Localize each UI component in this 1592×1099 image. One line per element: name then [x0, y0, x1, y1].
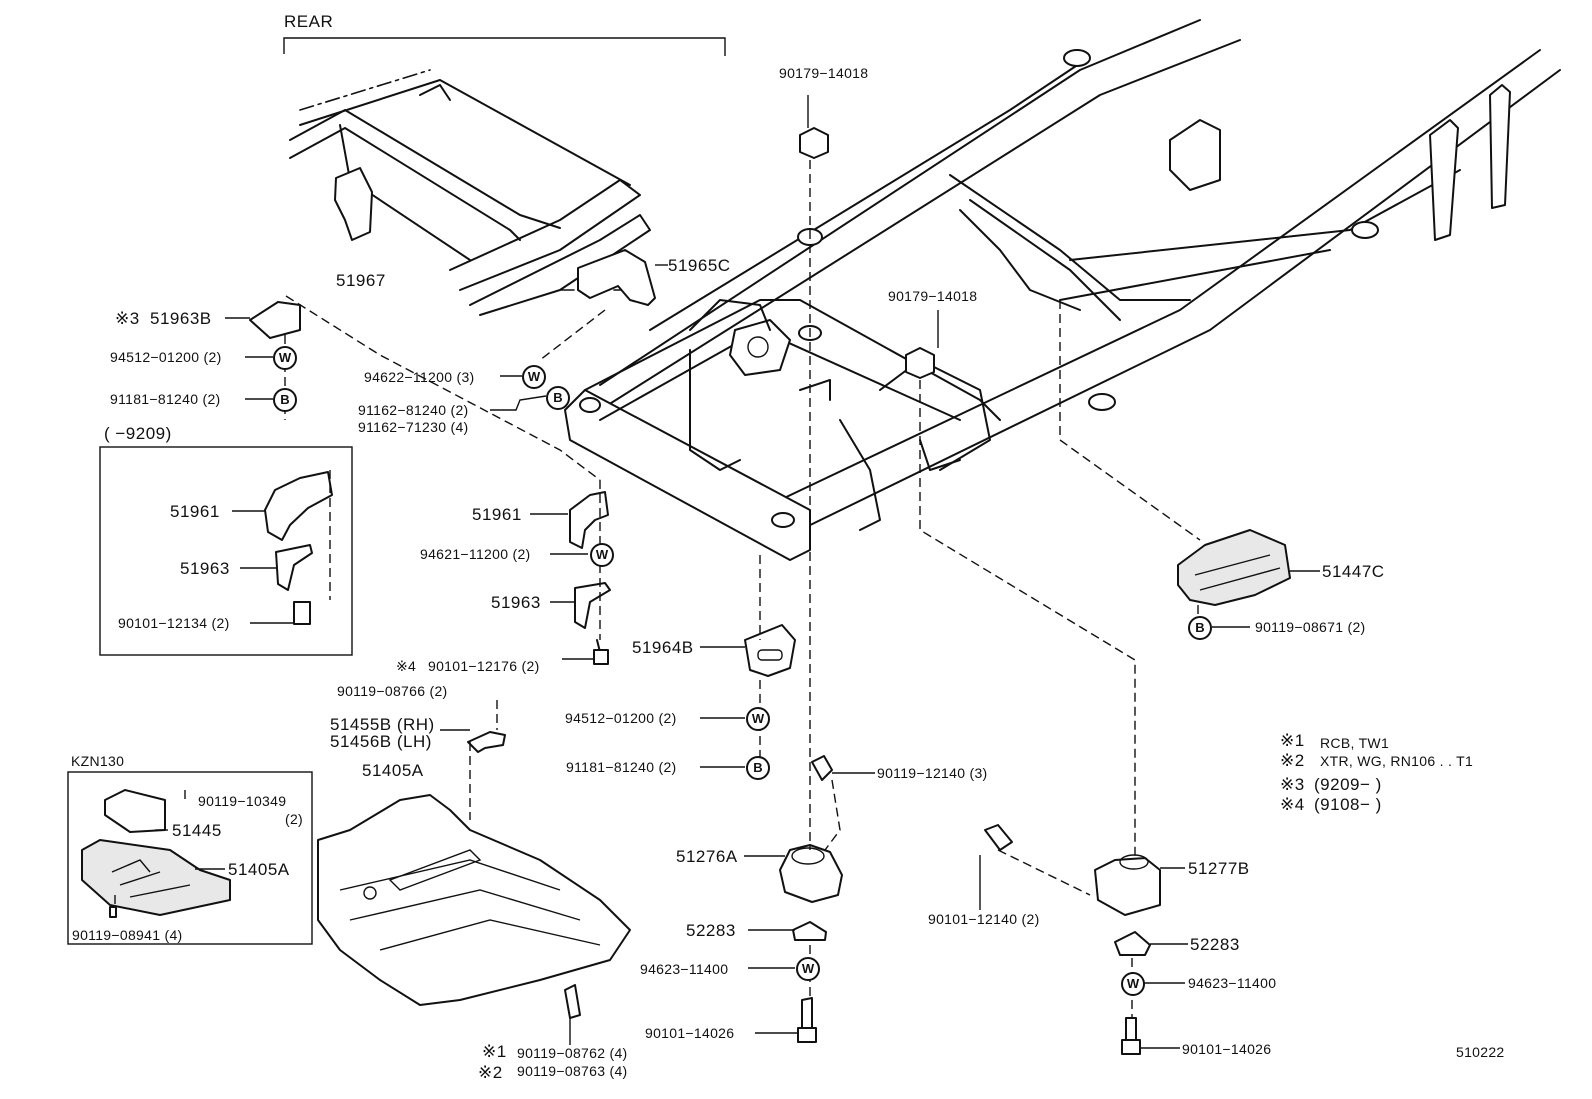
mark4-symbol: ※4 [396, 658, 417, 674]
label-90101-12176: 90101−12176 (2) [428, 658, 540, 674]
part-51965c-shape [577, 249, 656, 306]
label-51405a: 51405A [362, 761, 424, 780]
label-51967: 51967 [336, 271, 386, 290]
part-51447c-shape [1177, 529, 1291, 606]
label-51963-inset: 51963 [180, 559, 230, 578]
label-90101-12134: 90101−12134 (2) [118, 615, 230, 631]
inset-kzn130-title: KZN130 [71, 753, 125, 769]
label-51276a: 51276A [676, 847, 738, 866]
label-94512-b: 94512−01200 (2) [565, 710, 677, 726]
label-51455b: 51455B (RH) [330, 715, 435, 734]
washer-icon: W [1121, 972, 1145, 996]
label-91162-71230: 91162−71230 (4) [358, 419, 469, 435]
label-51961: 51961 [472, 505, 522, 524]
washer-icon: W [796, 957, 820, 981]
label-51445: 51445 [172, 821, 222, 840]
washer-icon: W [273, 346, 297, 370]
part-51967-shape [334, 167, 373, 241]
mark2-symbol: ※2 [478, 1063, 503, 1082]
label-90119-10349: 90119−10349 [198, 793, 287, 809]
bolt-icon: B [273, 388, 297, 412]
bolt-icon: B [546, 386, 570, 410]
part-51277b-shape [1094, 857, 1161, 916]
legend-note-3: (9209− ) [1314, 775, 1382, 794]
part-51963-shape [574, 582, 611, 629]
legend-mark2: ※2 [1280, 751, 1305, 770]
label-90119-10349-qty: (2) [285, 811, 304, 827]
inset-kzn130-box [67, 771, 313, 945]
label-90119-08766: 90119−08766 (2) [337, 683, 448, 699]
label-51964b: 51964B [632, 638, 694, 657]
label-94622: 94622−11200 (3) [364, 369, 475, 385]
label-90179-mid: 90179−14018 [888, 288, 978, 304]
rear-label: REAR [284, 12, 334, 31]
label-51405a-inset: 51405A [228, 860, 290, 879]
legend-mark3: ※3 [1280, 775, 1305, 794]
label-94623-left: 94623−11400 [640, 961, 729, 977]
washer-icon: W [746, 707, 770, 731]
front-crossmember [564, 299, 1001, 561]
mark1-symbol: ※1 [482, 1042, 507, 1061]
legend-mark1: ※1 [1280, 731, 1305, 750]
label-90119-08941: 90119−08941 (4) [72, 927, 183, 943]
bolt-icon: B [1188, 616, 1212, 640]
label-91162-81240: 91162−81240 (2) [358, 402, 469, 418]
label-51961-inset: 51961 [170, 502, 220, 521]
label-90101-12140: 90101−12140 (2) [928, 911, 1040, 927]
main-frame [599, 19, 1561, 531]
legend-mark4: ※4 [1280, 795, 1305, 814]
label-52283-right: 52283 [1190, 935, 1240, 954]
legend-note-2: XTR, WG, RN106 . . T1 [1320, 753, 1474, 769]
label-51456b: 51456B (LH) [330, 732, 432, 751]
label-51447c: 51447C [1322, 562, 1385, 581]
label-90119-12140: 90119−12140 (3) [877, 765, 988, 781]
leader-lines [155, 95, 1320, 1049]
bolt-icon: B [746, 756, 770, 780]
mark3-symbol: ※3 [115, 309, 140, 328]
legend-note-1: RCB, TW1 [1320, 735, 1390, 751]
label-51277b: 51277B [1188, 859, 1250, 878]
label-90119-08762: 90119−08762 (4) [517, 1045, 628, 1061]
label-94623-right: 94623−11400 [1188, 975, 1277, 991]
label-90101-14026-right: 90101−14026 [1182, 1041, 1272, 1057]
label-52283-left: 52283 [686, 921, 736, 940]
inset-9209-box [99, 446, 353, 656]
rear-bracket-line [283, 37, 726, 56]
label-90101-14026-left: 90101−14026 [645, 1025, 735, 1041]
washer-icon: W [590, 543, 614, 567]
connector-lines [114, 160, 1201, 1018]
label-91181-b: 91181−81240 (2) [566, 759, 677, 775]
label-51963: 51963 [491, 593, 541, 612]
label-90119-08671: 90119−08671 (2) [1255, 619, 1366, 635]
label-90179-top: 90179−14018 [779, 65, 869, 81]
label-90119-08763: 90119−08763 (4) [517, 1063, 628, 1079]
washer-icon: W [522, 365, 546, 389]
label-91181-a: 91181−81240 (2) [110, 391, 221, 407]
part-51276a-shape [779, 844, 843, 903]
legend-note-4: (9108− ) [1314, 795, 1382, 814]
inset-9209-title: ( −9209) [104, 424, 172, 443]
label-94512-a: 94512−01200 (2) [110, 349, 222, 365]
diagram-code: 510222 [1456, 1044, 1505, 1060]
label-51965c: 51965C [668, 256, 731, 275]
part-51961-shape [569, 491, 609, 549]
part-51405a-shape [317, 794, 631, 1006]
label-51963b: 51963B [150, 309, 212, 328]
label-94621: 94621−11200 (2) [420, 546, 531, 562]
